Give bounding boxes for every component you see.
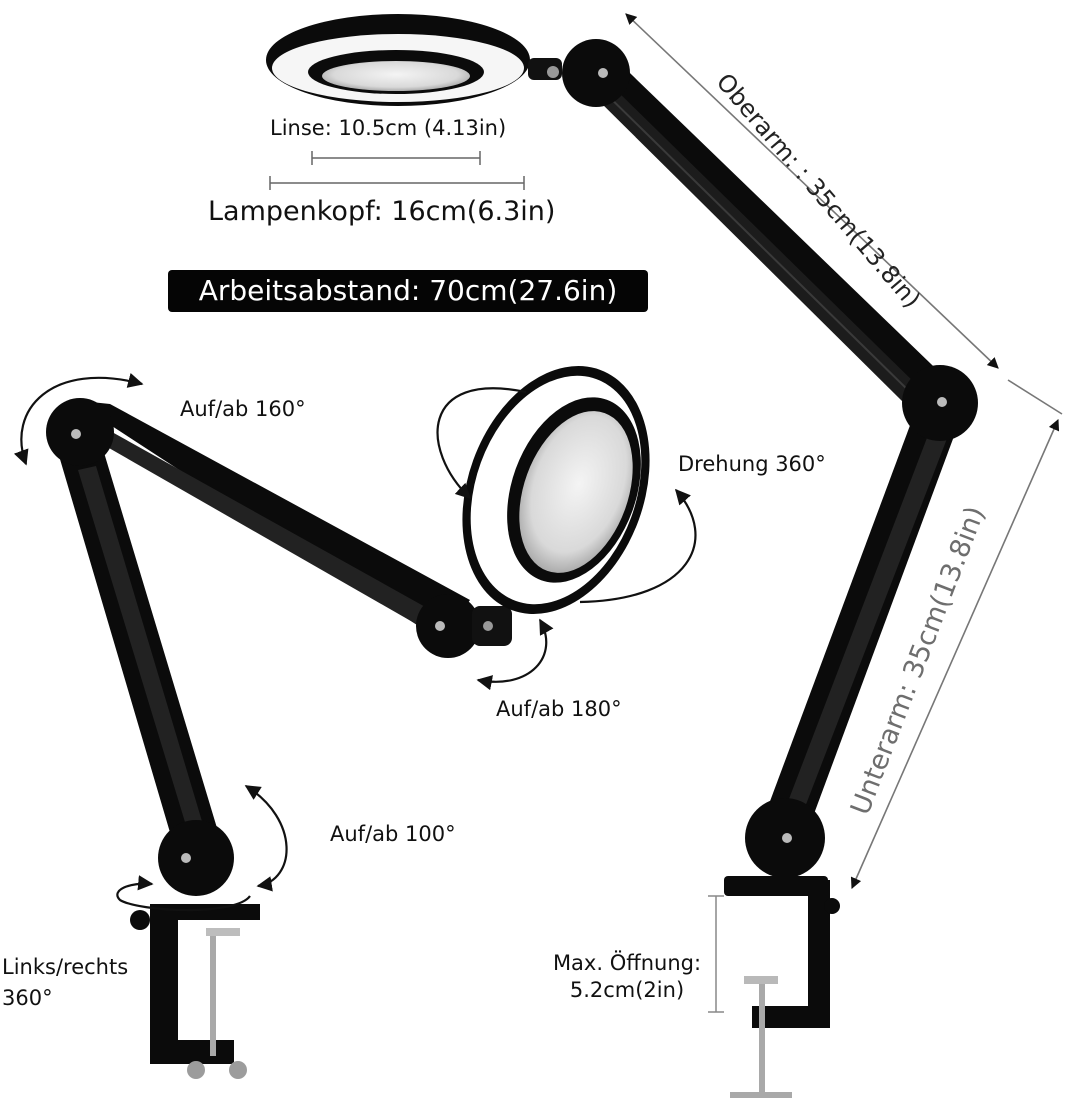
linse-dimension-line	[311, 151, 481, 165]
max-opening-label: Max. Öffnung: 5.2cm(2in)	[541, 950, 713, 1004]
tilt-160-label: Auf/ab 160°	[180, 397, 306, 421]
right-base-joint	[745, 798, 825, 878]
right-clamp	[724, 876, 840, 1098]
links-rechts-arrow	[116, 875, 251, 912]
tilt-180-label: Auf/ab 180°	[496, 697, 622, 721]
lampenkopf-dimension-line	[269, 176, 525, 190]
drehung-arrow	[436, 387, 527, 500]
left-lower-arm	[52, 426, 220, 846]
tilt-100-label: Auf/ab 100°	[330, 822, 456, 846]
right-top-joint	[547, 39, 630, 107]
rotation-arrows	[13, 372, 697, 912]
working-distance-badge: Arbeitsabstand: 70cm(27.6in)	[168, 270, 648, 312]
drehung-arrow-lower	[579, 488, 697, 604]
lens-size-label: Linse: 10.5cm (4.13in)	[270, 116, 507, 140]
lamp-head-size-label: Lampenkopf: 16cm(6.3in)	[208, 196, 556, 227]
left-elbow-joint	[46, 398, 114, 466]
auf-ab-160-arrow	[13, 372, 144, 466]
oberarm-dimension-line	[625, 13, 999, 369]
left-head-joint	[416, 594, 512, 658]
max-opening-label-line2: 5.2cm(2in)	[569, 978, 685, 1002]
right-elbow-joint	[902, 365, 978, 441]
top-lamp-head	[266, 14, 562, 106]
rotation-360-label: Drehung 360°	[678, 452, 826, 476]
left-base-joint	[158, 820, 234, 896]
left-upper-arm	[72, 400, 470, 640]
right-upper-arm	[578, 48, 960, 414]
swivel-label: Links/rechts 360°	[2, 952, 128, 1014]
unterarm-dimension-line	[850, 379, 1063, 890]
swivel-label-line2: 360°	[2, 986, 53, 1010]
max-opening-label-line1: Max. Öffnung:	[552, 951, 702, 975]
swivel-label-line1: Links/rechts	[2, 955, 129, 979]
left-magnifier-head	[462, 366, 650, 614]
auf-ab-100-arrow	[244, 785, 288, 892]
auf-ab-180-arrow	[476, 618, 554, 691]
left-clamp	[130, 904, 260, 1079]
max-opening-dimension-line	[708, 895, 724, 1013]
